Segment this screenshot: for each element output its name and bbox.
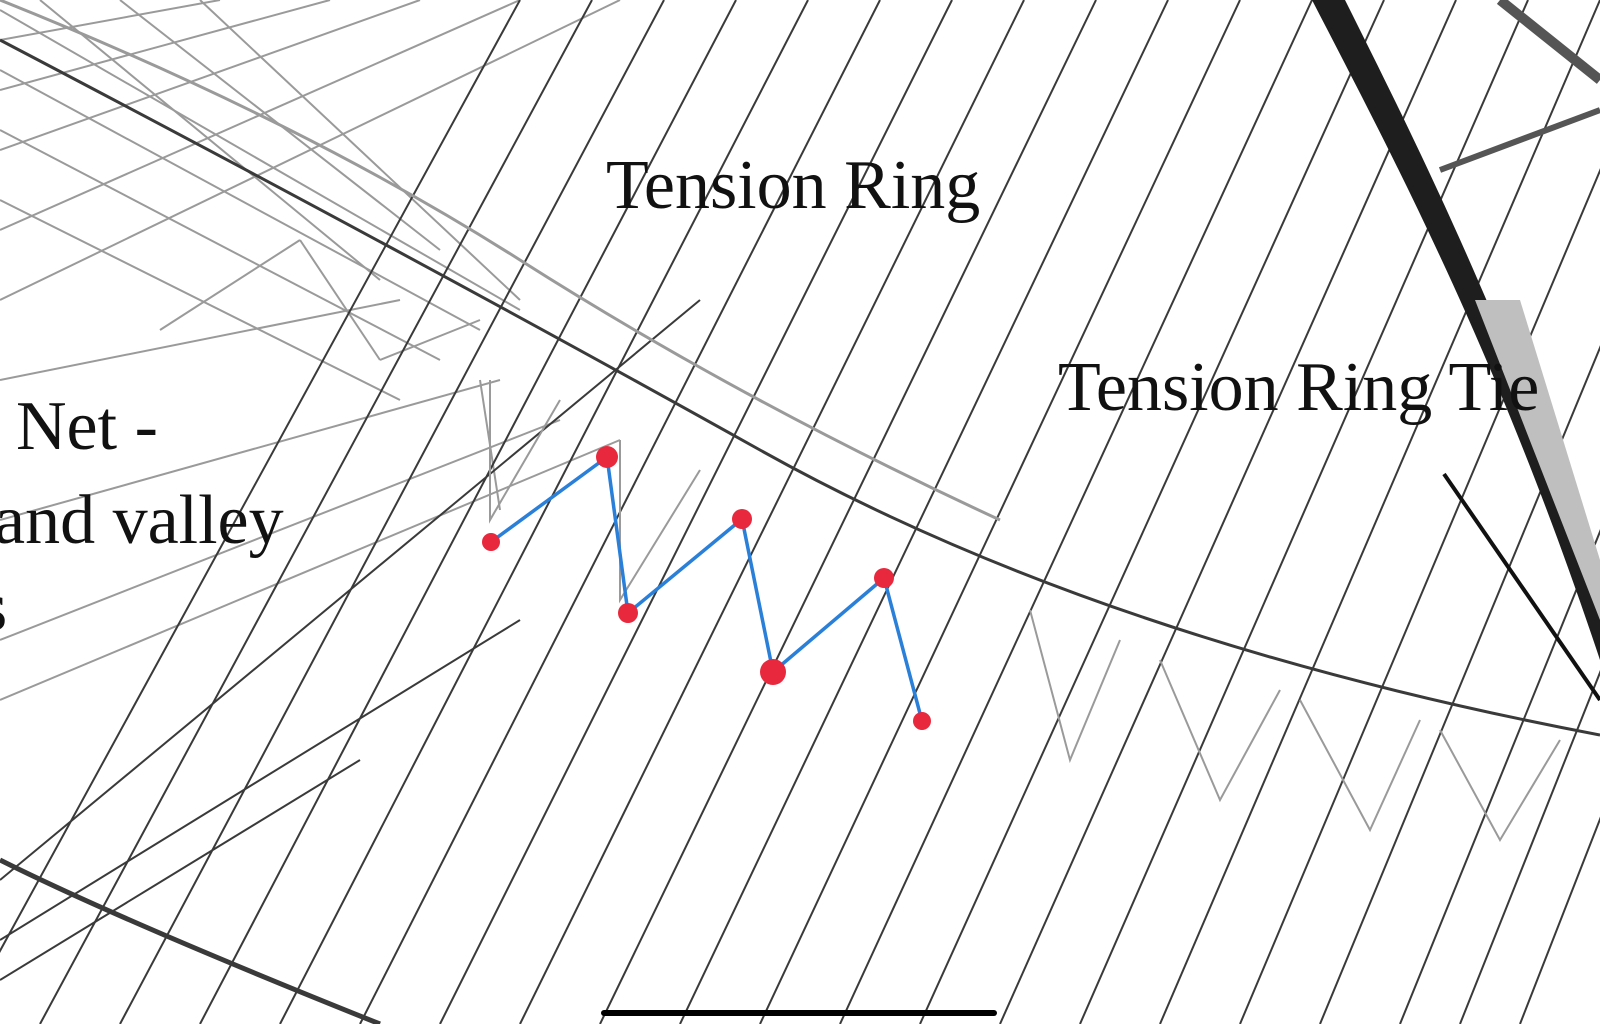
truss-v [619, 440, 701, 604]
truss-v [1029, 609, 1121, 764]
net-line [0, 419, 561, 641]
home-indicator[interactable] [601, 1010, 997, 1016]
outer-frame [1312, 0, 1600, 660]
tension-ring-label: Tension Ring [606, 147, 980, 224]
radial-cable [39, 0, 593, 1025]
annotation-point [732, 509, 752, 529]
outer-boundary-line [0, 857, 381, 1027]
net-label-line3: s [0, 569, 7, 646]
radial-cable [199, 0, 737, 1025]
radial-cable [1239, 168, 1600, 1025]
annotation-point [760, 659, 786, 685]
net-line [0, 0, 331, 91]
truss-v [1439, 729, 1561, 843]
net-line [0, 0, 621, 301]
net-line [379, 319, 481, 361]
radial-cable [1399, 529, 1600, 1025]
frame-crossbar [1496, 0, 1600, 84]
net-label-line2: and valley [0, 482, 284, 559]
net-line [0, 0, 221, 41]
radial-cable [999, 0, 1457, 1025]
zigzag-line [489, 455, 924, 723]
radial-cable [1159, 0, 1600, 1025]
radial-cable [279, 0, 809, 1025]
tension-ring-tie-label: Tension Ring Tie [1058, 349, 1539, 426]
net-line [0, 199, 401, 401]
annotation-point [874, 568, 894, 588]
frame-lattice-panel [1475, 300, 1600, 620]
radial-cable [1319, 345, 1600, 1025]
truss-v [1299, 699, 1421, 833]
tension-ring-tie-leader [1442, 472, 1600, 702]
hand-drawn-zigzag-annotation [482, 446, 931, 730]
net-label-line1: Net - [16, 388, 158, 465]
frame-crossbar [1438, 107, 1600, 173]
net-line [299, 239, 381, 361]
annotation-point [618, 603, 638, 623]
radial-cable [1519, 816, 1600, 1025]
radial-cable [0, 299, 701, 881]
radial-cable [0, 619, 521, 941]
net-line [199, 0, 521, 301]
truss-v [489, 380, 561, 524]
radial-cable [0, 0, 521, 953]
tie-leader-line [1442, 472, 1600, 702]
net-line [0, 69, 481, 331]
net-line [0, 9, 521, 311]
radial-cable [439, 0, 953, 1025]
light-net-lines [0, 0, 621, 701]
net-line [0, 379, 501, 521]
annotation-point [482, 533, 500, 551]
radial-cable [119, 0, 665, 1025]
tension-ring-line [0, 38, 1600, 737]
radial-cable [1459, 669, 1600, 1025]
annotation-point [913, 712, 931, 730]
radial-cable [1079, 0, 1529, 1025]
net-line [0, 0, 421, 151]
radial-cable [759, 0, 1241, 1025]
truss-v [1159, 659, 1281, 803]
net-line [0, 439, 621, 701]
net-line [39, 0, 381, 281]
net-line [159, 239, 301, 331]
net-line [0, 129, 441, 361]
radial-cable [679, 0, 1169, 1025]
radial-cable [519, 0, 1025, 1025]
truss-elements [489, 380, 1561, 843]
inner-ring-line [0, 0, 1001, 522]
annotation-point [596, 446, 618, 468]
radial-cable [599, 0, 1097, 1025]
radial-cable [919, 0, 1385, 1025]
net-line [0, 299, 401, 381]
radial-cable [0, 759, 361, 981]
radial-cable [839, 0, 1313, 1025]
